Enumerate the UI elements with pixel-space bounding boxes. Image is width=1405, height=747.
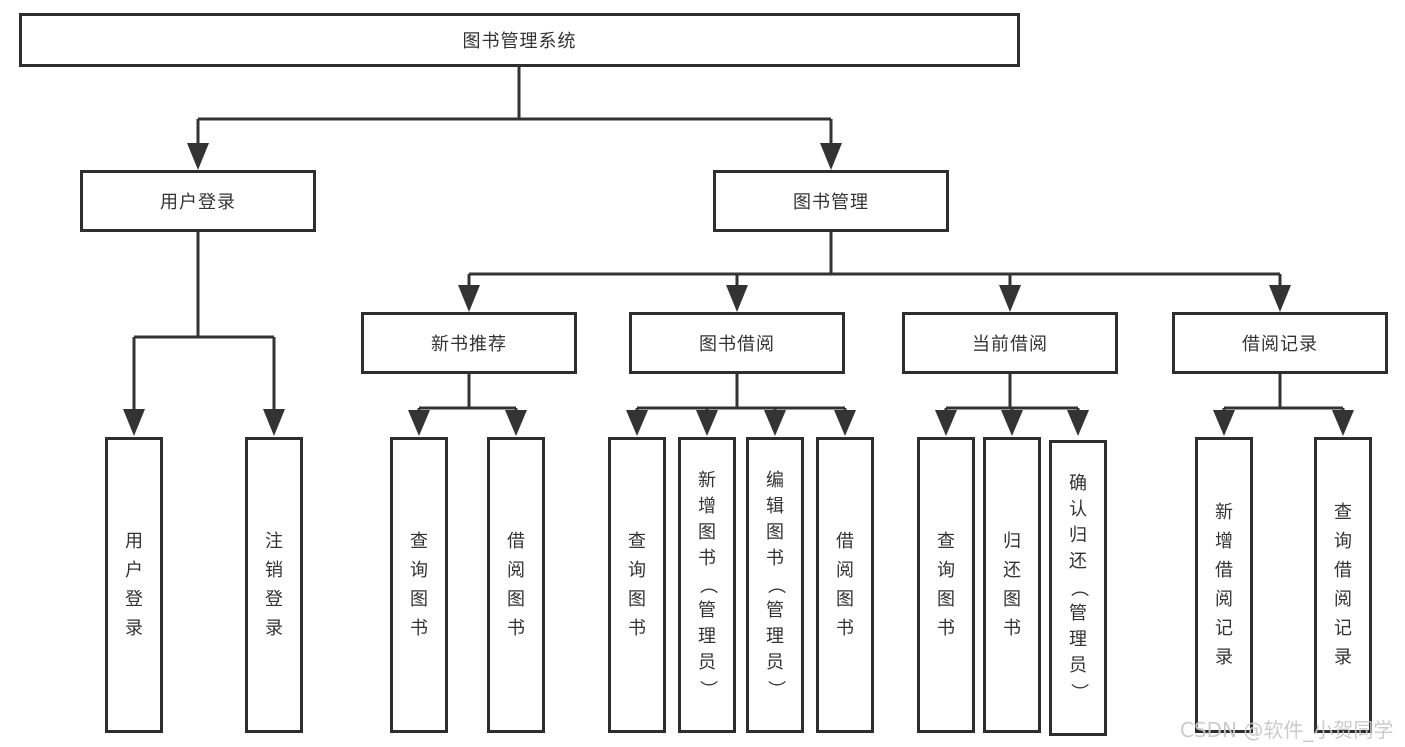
leaf-records-search-borrow-record: 查询借阅记录 <box>1314 437 1372 733</box>
leaf-recommend-search-book: 查询图书 <box>390 437 448 733</box>
node-user-login: 用户登录 <box>80 170 316 232</box>
leaf-borrowing-borrow-book: 借阅图书 <box>816 437 874 733</box>
node-new-book-recommend: 新书推荐 <box>361 312 577 374</box>
leaf-recommend-borrow-book: 借阅图书 <box>487 437 545 733</box>
node-borrowing-records: 借阅记录 <box>1172 312 1388 374</box>
leaf-borrowing-edit-book-admin: 编辑图书（管理员） <box>746 437 804 733</box>
leaf-user-login: 用户登录 <box>105 437 163 733</box>
leaf-current-return-book: 归还图书 <box>983 437 1041 733</box>
leaf-borrowing-add-book-admin: 新增图书（管理员） <box>678 437 736 733</box>
leaf-current-search-book: 查询图书 <box>917 437 975 733</box>
leaf-logout: 注销登录 <box>245 437 303 733</box>
node-library-management-system: 图书管理系统 <box>19 13 1020 67</box>
leaf-records-add-borrow-record: 新增借阅记录 <box>1195 437 1253 733</box>
node-current-borrowing: 当前借阅 <box>902 312 1118 374</box>
leaf-borrowing-search-book: 查询图书 <box>608 437 666 733</box>
node-book-borrowing: 图书借阅 <box>629 312 845 374</box>
arrowheads <box>123 143 1354 436</box>
leaf-current-confirm-return-admin: 确认归还（管理员） <box>1049 440 1107 736</box>
node-book-management: 图书管理 <box>713 170 949 232</box>
csdn-watermark: CSDN @软件_小贺同学 <box>1180 718 1394 742</box>
